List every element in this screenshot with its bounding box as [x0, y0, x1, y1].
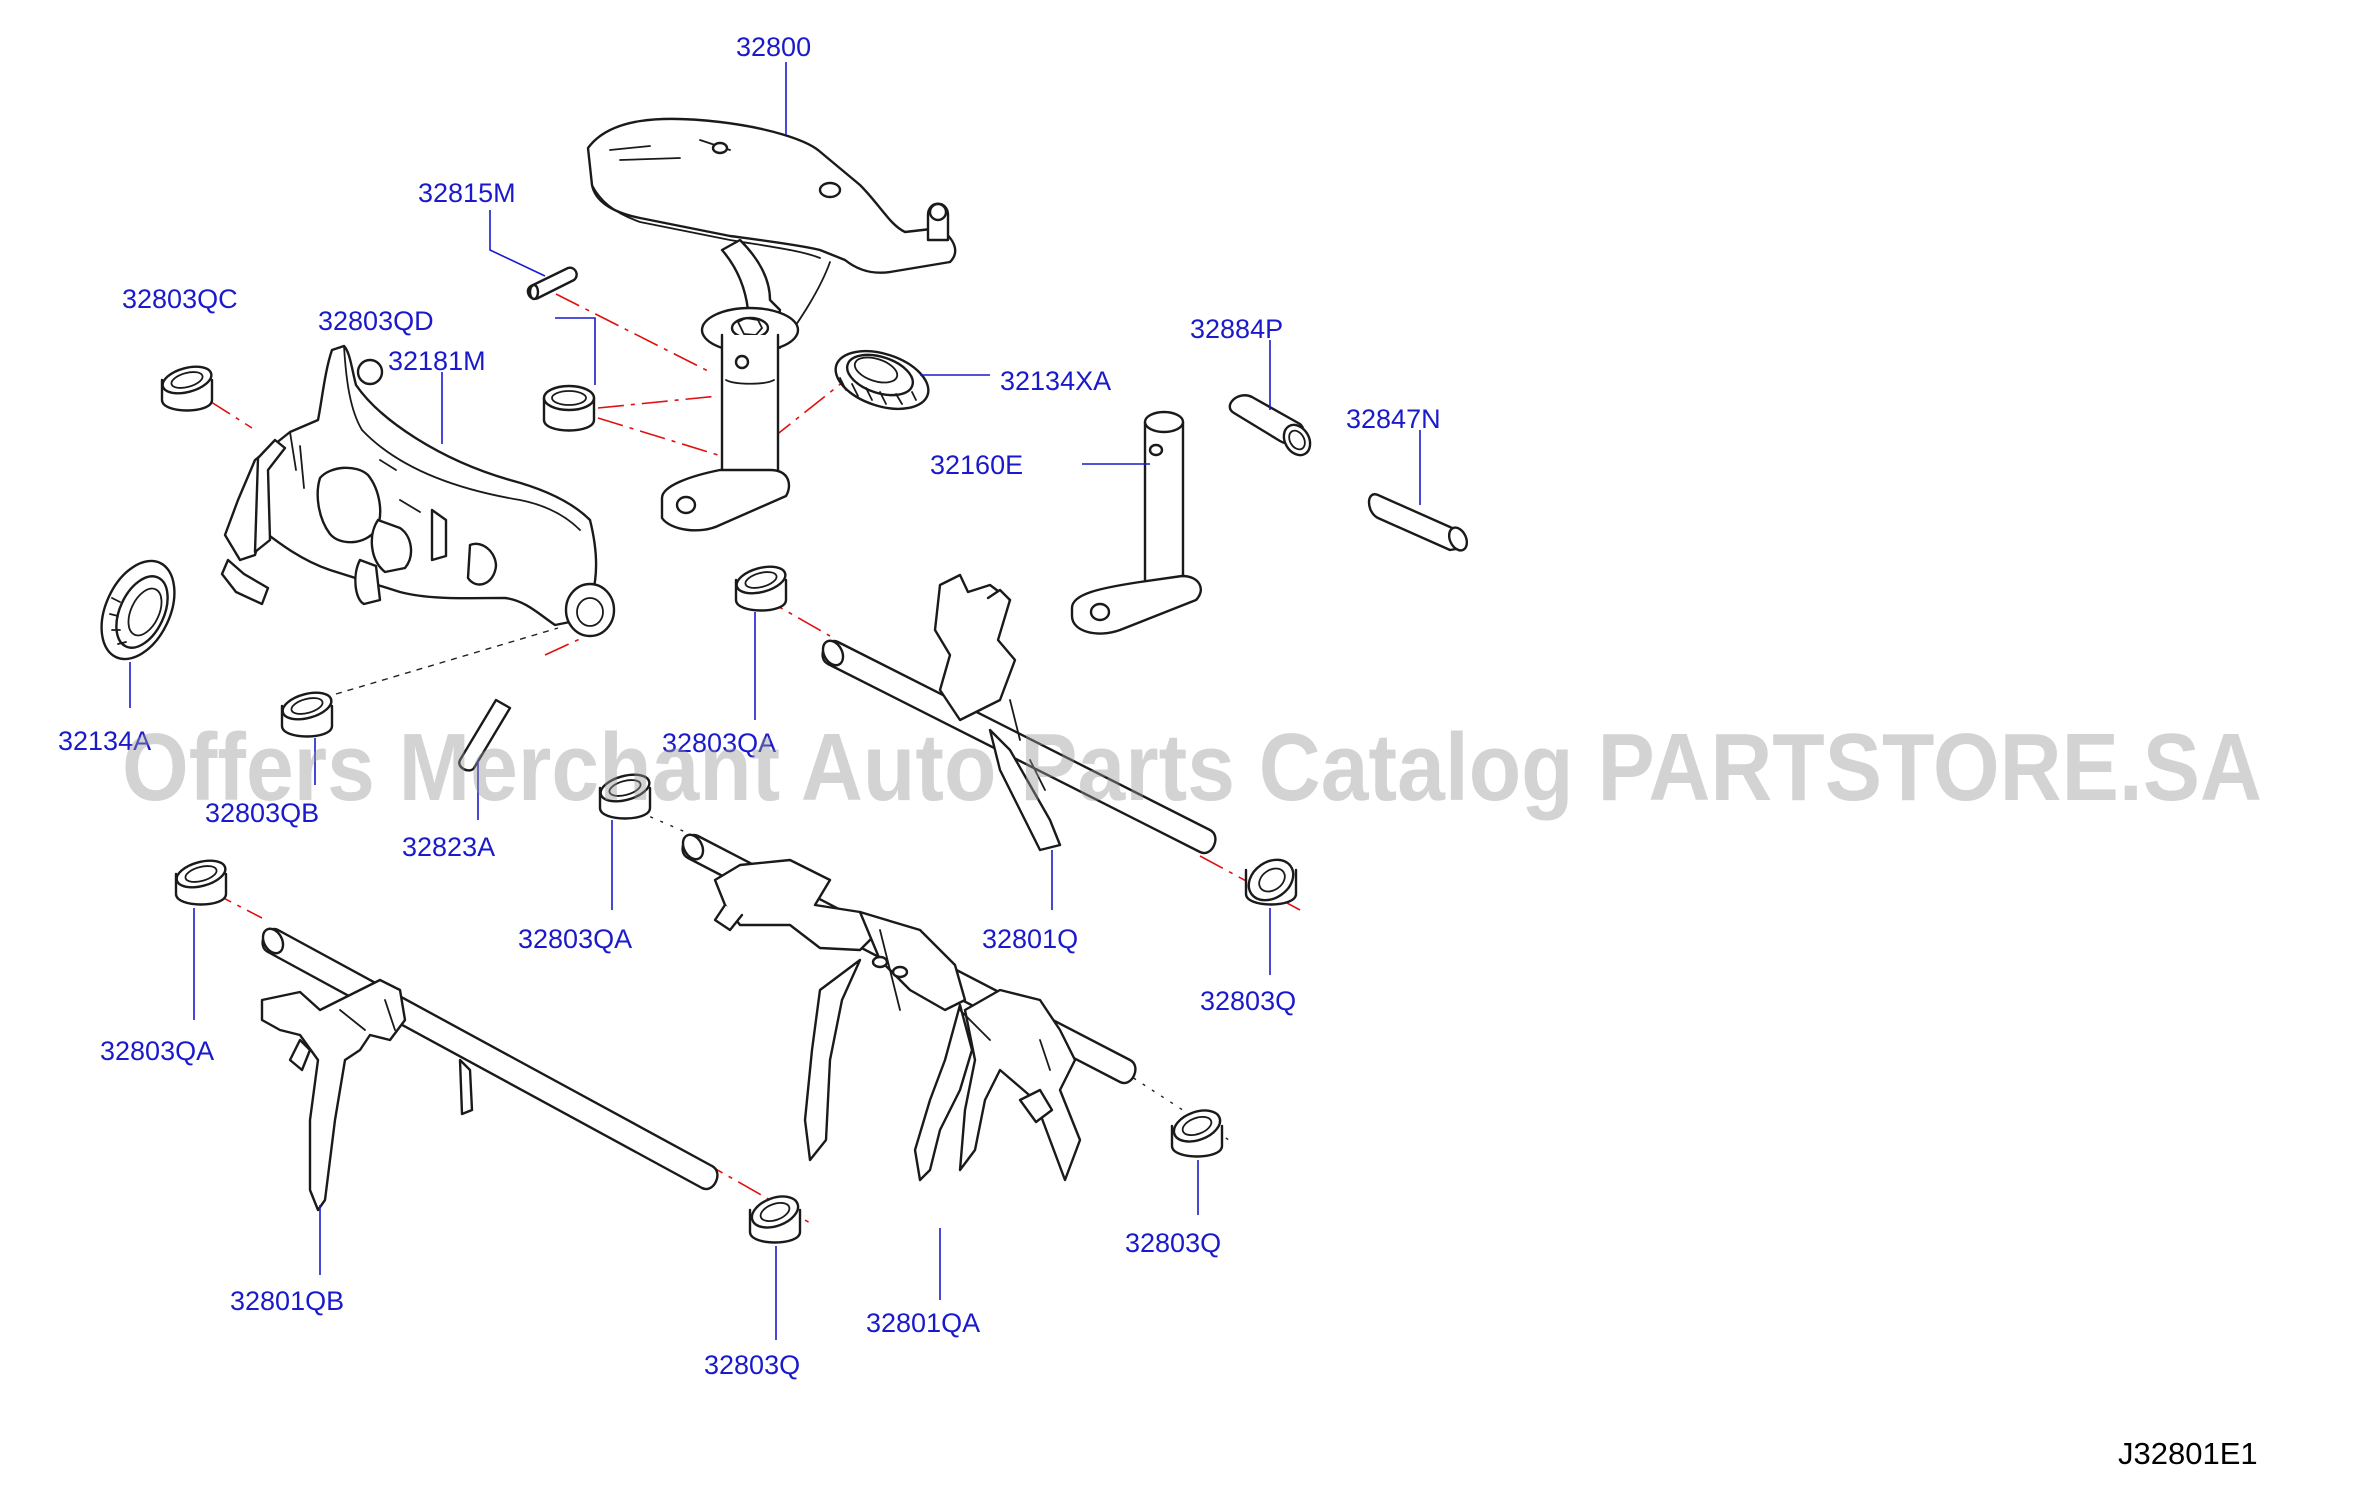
part-32823A-key[interactable] — [458, 698, 512, 772]
callout-32803Q-1[interactable]: 32803Q — [1200, 986, 1296, 1016]
part-32847N-pin[interactable] — [1367, 493, 1470, 553]
callout-32803QC[interactable]: 32803QC — [122, 284, 238, 314]
part-32815M-pin[interactable] — [526, 266, 578, 301]
part-32803QB-bushing[interactable] — [280, 688, 335, 738]
watermark-text: Offers Merchant Auto Parts Catalog PARTS… — [122, 714, 2262, 821]
part-32134XA-seal[interactable] — [828, 340, 935, 419]
callout-32803Q-3[interactable]: 32803Q — [704, 1350, 800, 1380]
callout-32181M[interactable]: 32181M — [388, 346, 486, 376]
part-32803QC-bushing[interactable] — [160, 362, 215, 412]
callout-32801QA[interactable]: 32801QA — [866, 1308, 980, 1338]
part-32160E-lever[interactable] — [1070, 410, 1202, 635]
callout-32884P[interactable]: 32884P — [1190, 314, 1283, 344]
callout-32134XA[interactable]: 32134XA — [1000, 366, 1111, 396]
callout-labels: 32800 32815M 32803QC 32803QD 32181M 3213… — [58, 32, 1441, 1380]
part-32801QA-fork-rod[interactable] — [679, 831, 1137, 1182]
leader-lines — [129, 62, 1421, 1340]
part-32803Q-bushing-2[interactable] — [1170, 1105, 1225, 1158]
part-32884P-sleeve[interactable] — [1228, 394, 1316, 460]
part-32801QB-fork-rod[interactable] — [259, 925, 719, 1212]
callout-32803QA-2[interactable]: 32803QA — [518, 924, 632, 954]
part-32803QD-bushing[interactable] — [542, 384, 596, 432]
callout-32800[interactable]: 32800 — [736, 32, 811, 62]
callout-32803QA-1[interactable]: 32803QA — [662, 728, 776, 758]
callout-32847N[interactable]: 32847N — [1346, 404, 1441, 434]
part-32803QA-bushing-3[interactable] — [174, 856, 229, 906]
part-32803QA-bushing-2[interactable] — [598, 770, 653, 820]
callout-32803QB[interactable]: 32803QB — [205, 798, 319, 828]
callout-32160E[interactable]: 32160E — [930, 450, 1023, 480]
callout-32803QA-3[interactable]: 32803QA — [100, 1036, 214, 1066]
part-32134A-seal[interactable] — [87, 549, 189, 670]
callout-32134A[interactable]: 32134A — [58, 726, 151, 756]
callout-32803QD[interactable]: 32803QD — [318, 306, 434, 336]
callout-32803Q-2[interactable]: 32803Q — [1125, 1228, 1221, 1258]
part-32803QA-bushing-1[interactable] — [734, 562, 789, 612]
callout-32815M[interactable]: 32815M — [418, 178, 516, 208]
part-32181M-bracket[interactable] — [220, 344, 616, 638]
part-32801Q-fork-rod[interactable] — [819, 573, 1217, 855]
diagram-code: J32801E1 — [2118, 1436, 2258, 1471]
callout-32801QB[interactable]: 32801QB — [230, 1286, 344, 1316]
part-32803Q-bushing-1[interactable] — [1241, 851, 1301, 908]
part-32800-lever[interactable] — [586, 117, 957, 532]
callout-32801Q[interactable]: 32801Q — [982, 924, 1078, 954]
part-32803Q-bushing-3[interactable] — [748, 1191, 803, 1244]
callout-32823A[interactable]: 32823A — [402, 832, 495, 862]
